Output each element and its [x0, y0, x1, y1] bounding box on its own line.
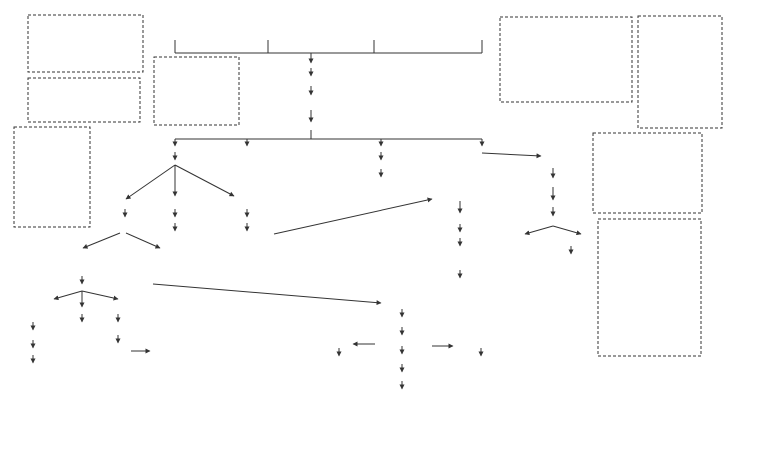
box-left-top: [27, 14, 144, 73]
box-left-middle: [27, 77, 141, 123]
box-left-bottom: [13, 126, 91, 228]
box-right-bottom: [597, 218, 702, 357]
second-bus: [172, 138, 542, 159]
middle-column: [378, 152, 463, 279]
box-right-middle: [592, 132, 703, 214]
box-center-top: [153, 56, 240, 126]
lower-central-column: [336, 309, 484, 390]
box-right-top-narrow: [637, 15, 723, 129]
top-bracket: [174, 40, 483, 54]
diagonal-connectors: [152, 197, 433, 306]
left-branch: [30, 152, 250, 364]
right-branch: [524, 168, 582, 255]
dashed-boxes: [13, 14, 723, 357]
box-right-top-wide: [499, 16, 633, 103]
